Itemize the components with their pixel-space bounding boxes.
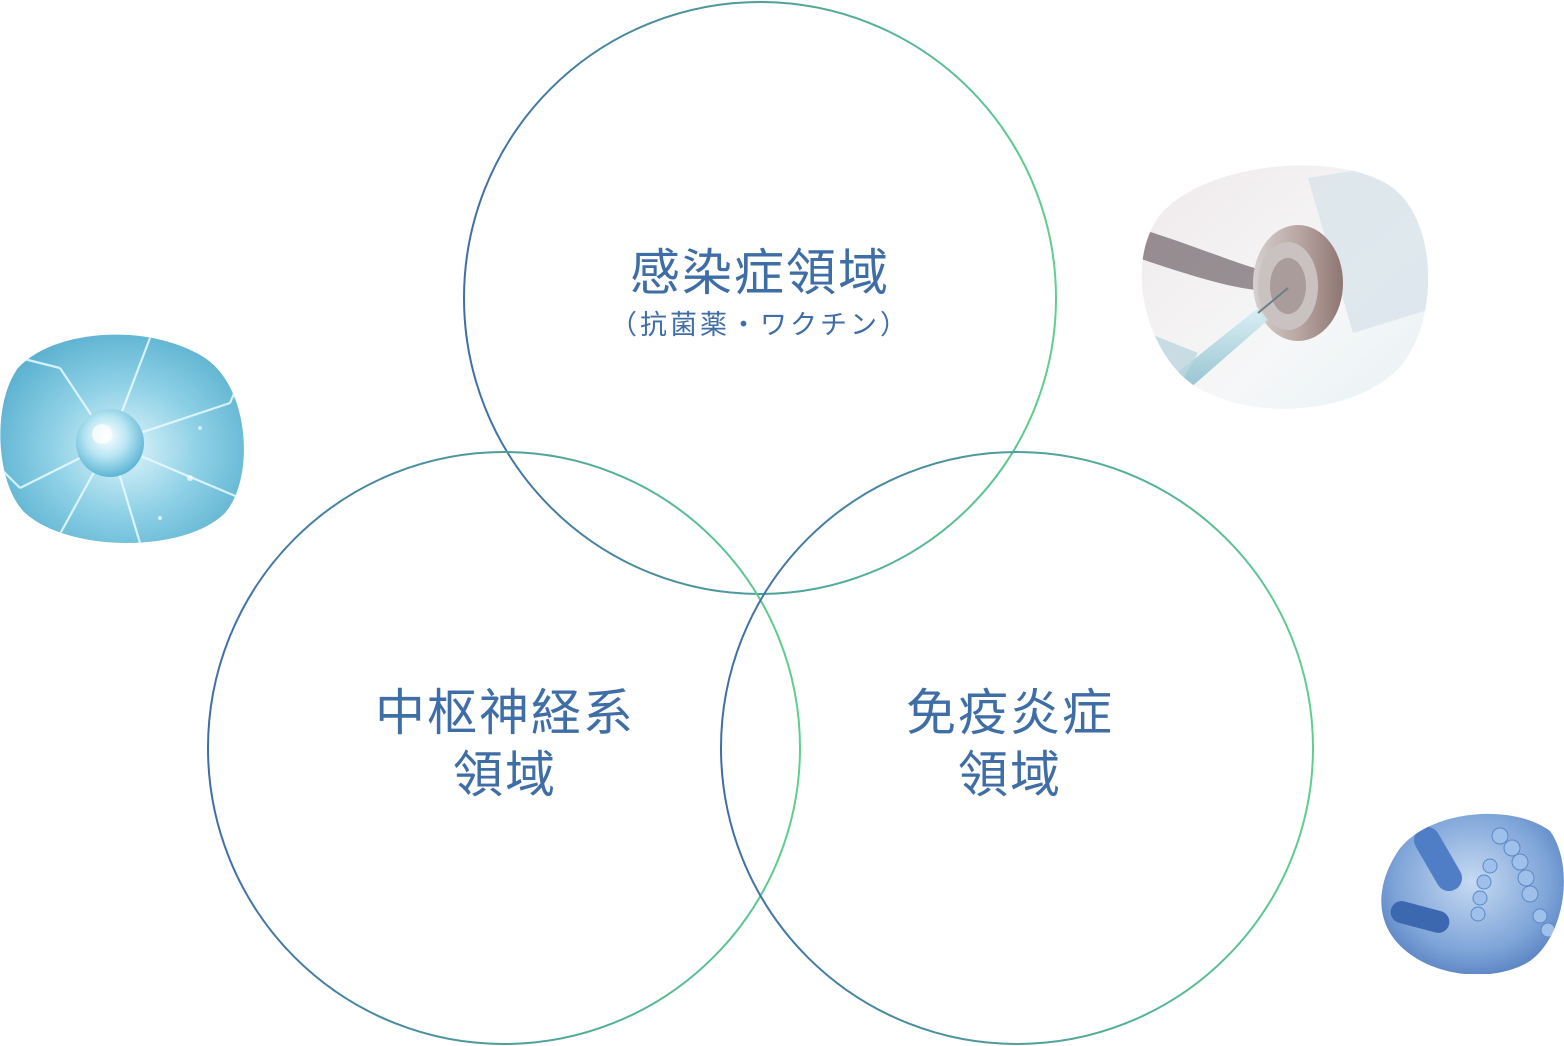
cns-area-line2: 領域 (453, 746, 557, 804)
vaccine-vial-syringe-image (1138, 158, 1434, 416)
bacteria-icon (1381, 813, 1564, 974)
immune-area-label: 免疫炎症 領域 (810, 682, 1210, 806)
syringe-icon (1141, 165, 1429, 409)
immune-area-line2: 領域 (958, 746, 1062, 804)
immune-circle (720, 451, 1314, 1045)
infection-area-title: 感染症領域 (630, 244, 890, 302)
infection-area-label: 感染症領域 （抗菌薬・ワクチン） (560, 242, 960, 344)
cns-area-line1: 中枢神経系 (375, 684, 635, 742)
infection-circle (463, 1, 1057, 595)
infection-area-subtitle: （抗菌薬・ワクチン） (610, 310, 910, 341)
bacteria-image (1380, 806, 1564, 974)
immune-area-line1: 免疫炎症 (906, 684, 1114, 742)
neuron-icon (0, 334, 244, 543)
cns-circle (207, 451, 801, 1045)
cns-area-label: 中枢神経系 領域 (305, 682, 705, 806)
neuron-cell-image (0, 328, 250, 548)
